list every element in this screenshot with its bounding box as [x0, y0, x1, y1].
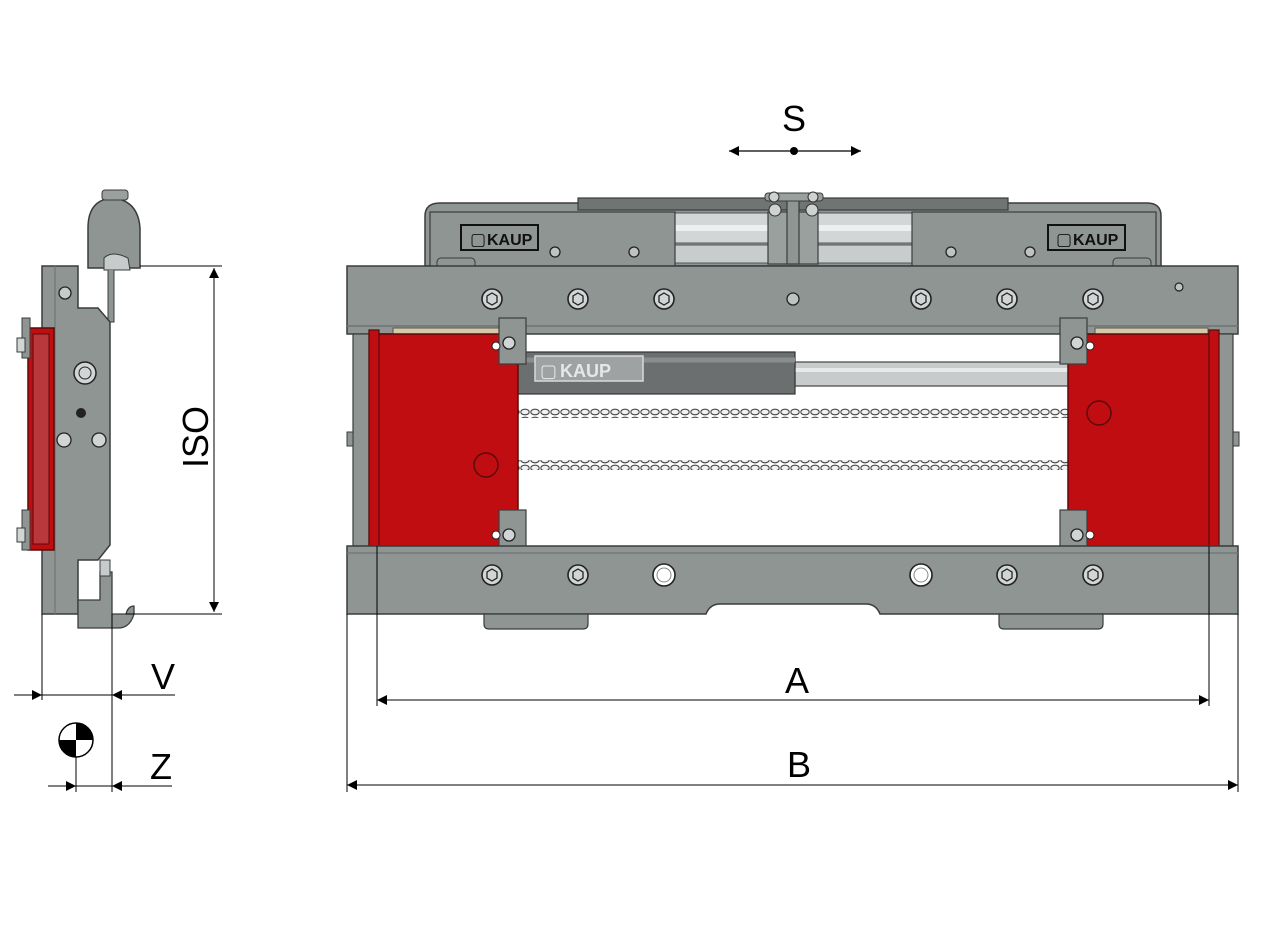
- kaup-logo-left: ▢ KAUP: [460, 224, 539, 251]
- svg-text:KAUP: KAUP: [487, 232, 533, 249]
- side-bottom-hook: [77, 571, 135, 629]
- left-clamp-arm: [368, 317, 527, 561]
- front-view: ▢ KAUP ▢ KAUP: [346, 191, 1240, 630]
- upper-frame-bolts: [481, 288, 1104, 310]
- side-view: [16, 189, 141, 629]
- label-v: V: [151, 656, 175, 697]
- lower-frame-bar: [346, 545, 1239, 615]
- svg-text:KAUP: KAUP: [1073, 232, 1119, 249]
- upper-chain: [515, 408, 1075, 418]
- right-clamp-arm: [1059, 317, 1220, 561]
- svg-text:KAUP: KAUP: [560, 361, 611, 381]
- center-of-gravity-icon: [58, 722, 94, 758]
- svg-text:▢: ▢: [1056, 230, 1072, 249]
- lower-hook-right: [998, 613, 1104, 630]
- kaup-logo-cylinder: ▢ KAUP: [534, 355, 644, 382]
- svg-text:▢: ▢: [540, 361, 557, 381]
- s-center-dot: [790, 147, 798, 155]
- label-z: Z: [150, 746, 172, 787]
- left-upright: [352, 333, 370, 547]
- label-iso: ISO: [175, 406, 216, 468]
- side-body: [41, 265, 111, 615]
- dimension-lines: [14, 146, 1239, 792]
- cylinder-rod: [794, 361, 1071, 387]
- kaup-logo-right: ▢ KAUP: [1047, 224, 1126, 251]
- lower-frame-bolts: [481, 564, 1104, 586]
- svg-text:▢: ▢: [470, 230, 486, 249]
- lower-hook-left: [483, 613, 589, 630]
- label-a: A: [785, 660, 809, 701]
- lower-chain: [515, 460, 1075, 470]
- label-s: S: [782, 98, 806, 139]
- label-b: B: [787, 744, 811, 785]
